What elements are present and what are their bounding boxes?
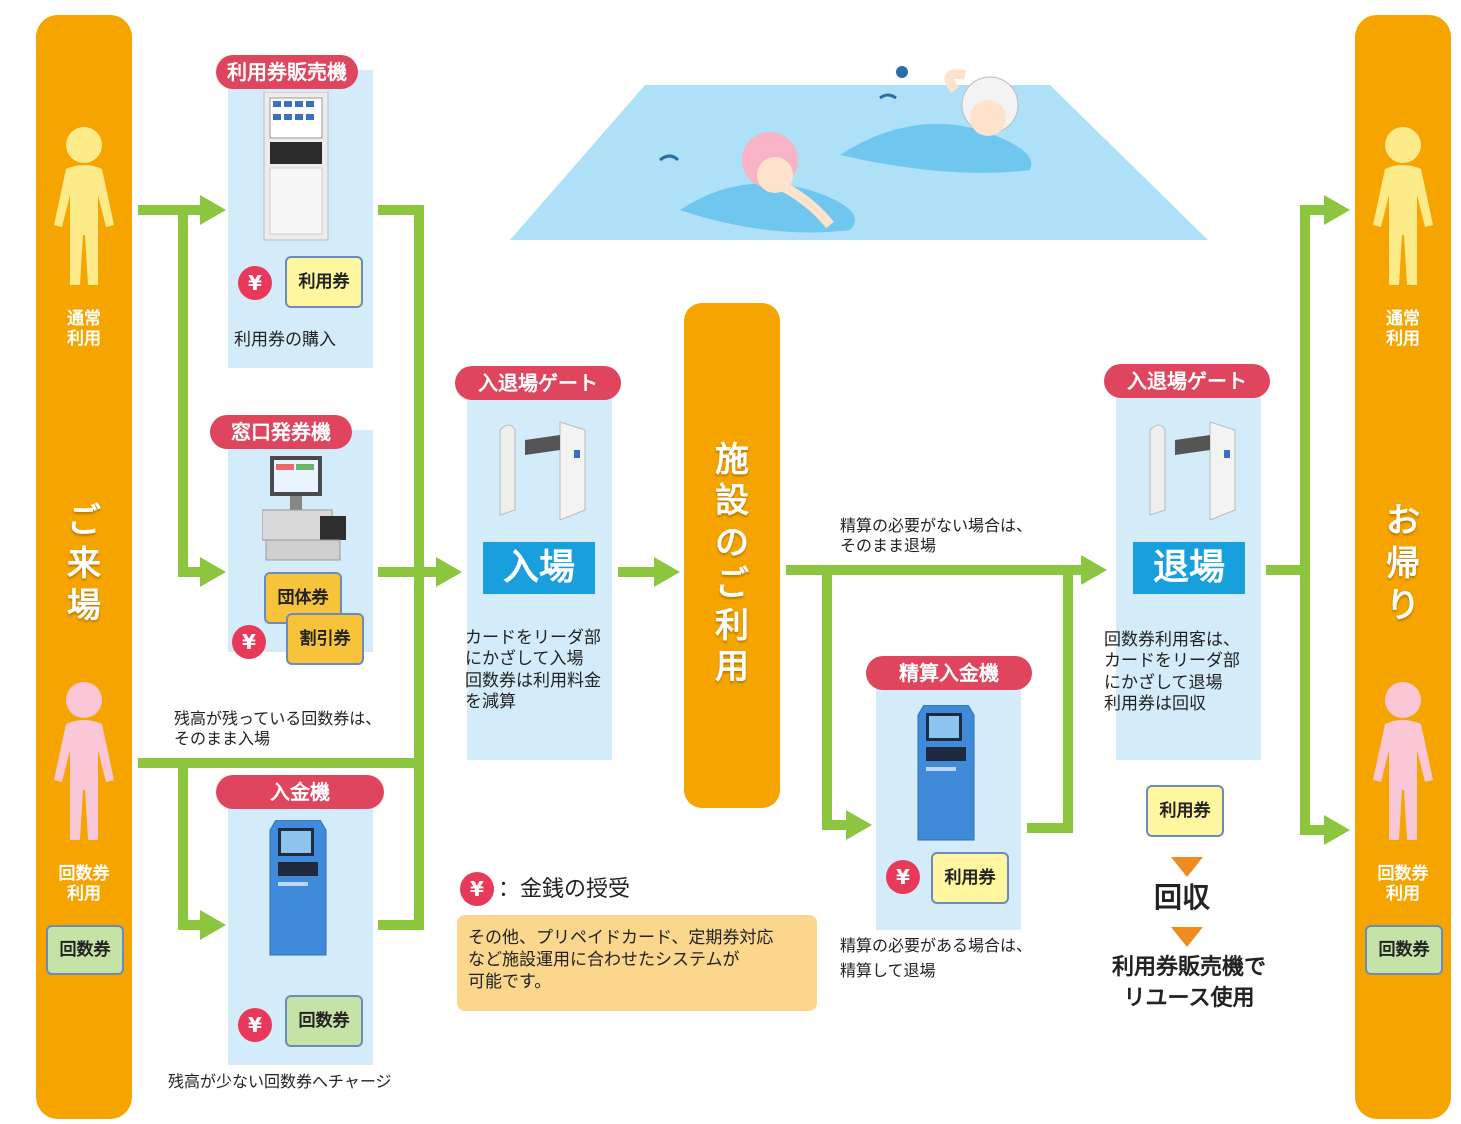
flow-line [178,920,208,930]
exit-gate-desc: 回数券利用客は、カードをリーダ部 にかざして退場利用券は回収 [1104,630,1240,714]
normal-user-figure-icon [1373,127,1433,285]
legend-yen-icon: ¥ [460,872,494,906]
flow-line [178,758,188,930]
arrow-head-icon [1324,195,1350,225]
settle-caption: 精算の必要がある場合は、精算して退場 [840,936,1033,980]
flow-line [1300,825,1326,835]
arrival-normal-label: 通常利用 [67,309,101,349]
settle-ticket: 利用券 [931,852,1009,904]
info-box-text: その他、プリペイドカード、定期券対応など施設運用に合わせたシステムが可能です。 [468,928,774,993]
reuse-text: 利用券販売機でリユース使用 [1111,955,1266,1011]
arrival-coupon-ticket: 回数券 [46,925,124,975]
no-settle-note: 精算の必要がない場合は、そのまま退場 [840,516,1033,555]
settle-machine-tag: 精算入金機 [866,656,1032,690]
entry-gate-icon [499,421,586,520]
collect-label: 回収 [1154,881,1211,914]
charger-machine-icon [269,820,327,956]
recycle-ticket: 利用券 [1146,785,1224,837]
exit-gate-tag: 入退場ゲート [1104,364,1270,398]
flow-line [178,205,188,577]
charger-caption: 残高が少ない回数券へチャージ [168,1072,392,1091]
departure-coupon-label: 回数券利用 [1377,864,1429,904]
flow-line [1027,823,1073,833]
arrival-title: ご来場 [67,501,101,626]
arrow-head-icon [1081,555,1107,585]
entry-gate-tag: 入退場ゲート [455,366,621,400]
facility-use-pillar [684,303,780,808]
entry-button: 入場 [483,542,595,594]
yen-icon: ¥ [238,1008,272,1042]
coupon-user-figure-icon [1373,682,1433,840]
group-ticket: 団体券 [264,572,342,624]
flow-line [786,565,1081,575]
departure-coupon-ticket: 回数券 [1365,925,1443,975]
departure-normal-label: 通常利用 [1386,309,1420,349]
flow-line [138,758,424,768]
discount-ticket: 割引券 [286,613,364,665]
arrow-head-icon [654,557,680,587]
arrow-head-icon [846,810,872,840]
ticket-vending-machine-icon [263,92,329,241]
exit-gate-icon [1149,421,1236,520]
exit-button: 退場 [1133,542,1245,594]
charger-coupon-ticket: 回数券 [285,995,363,1047]
flow-line [1266,565,1310,575]
flow-line [1063,565,1073,833]
ticket-vending-ticket: 利用券 [285,256,363,308]
flow-line [138,205,208,215]
ticket-vending-tag: 利用券販売機 [216,55,358,89]
settle-machine-icon [917,705,975,841]
flow-line [378,920,424,930]
flow-line [378,205,424,215]
entry-gate-desc: カードをリーダ部にかざして入場 回数券は利用料金を減算 [465,628,601,712]
flow-line [1300,205,1310,835]
arrival-coupon-label: 回数券利用 [58,864,110,904]
counter-terminal-icon [262,456,346,561]
arrow-head-icon [1324,815,1350,845]
flow-line [822,565,832,830]
flow-line [618,567,658,577]
pool-swimmers-illustration [510,66,1208,240]
ticket-vending-caption: 利用券の購入 [234,330,336,350]
legend-text: ：金銭の授受 [498,877,631,902]
remaining-balance-note: 残高が残っている回数券は、そのまま入場 [174,709,382,748]
facility-use-title: 施設のご利用 [715,440,749,688]
arrow-head-icon [200,910,226,940]
yen-icon: ¥ [238,266,272,300]
yen-icon: ¥ [886,860,920,894]
flow-line [822,820,848,830]
charger-tag: 入金機 [216,775,384,809]
flow-line [378,567,438,577]
normal-user-figure-icon [54,127,114,285]
down-arrow-icon [1171,927,1203,947]
counter-issuer-tag: 窓口発券機 [210,415,352,449]
flow-line [1300,205,1326,215]
down-arrow-icon [1171,857,1203,877]
arrow-head-icon [436,557,462,587]
info-box [457,915,817,1011]
arrow-head-icon [200,557,226,587]
arrow-head-icon [200,195,226,225]
departure-title: お帰り [1386,501,1420,626]
yen-icon: ¥ [232,625,266,659]
coupon-user-figure-icon [54,682,114,840]
flow-line [178,567,208,577]
